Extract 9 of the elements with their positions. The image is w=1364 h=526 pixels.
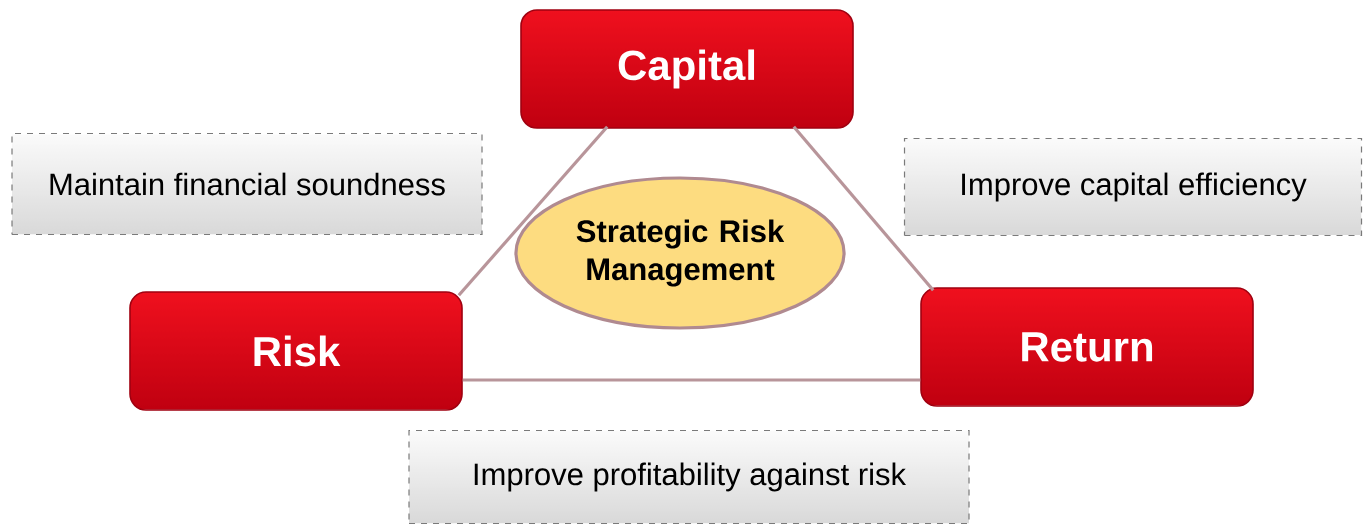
- connector-line: [457, 125, 609, 297]
- note-box: Maintain financial soundness: [11, 132, 483, 236]
- connector-line: [792, 125, 935, 292]
- note-box: Improve capital efficiency: [903, 137, 1363, 237]
- process-box: Capital: [520, 9, 854, 129]
- process-box: Return: [920, 287, 1254, 407]
- connector-line: [462, 378, 921, 382]
- process-box: Risk: [129, 291, 463, 411]
- note-box: Improve profitability against risk: [408, 429, 970, 525]
